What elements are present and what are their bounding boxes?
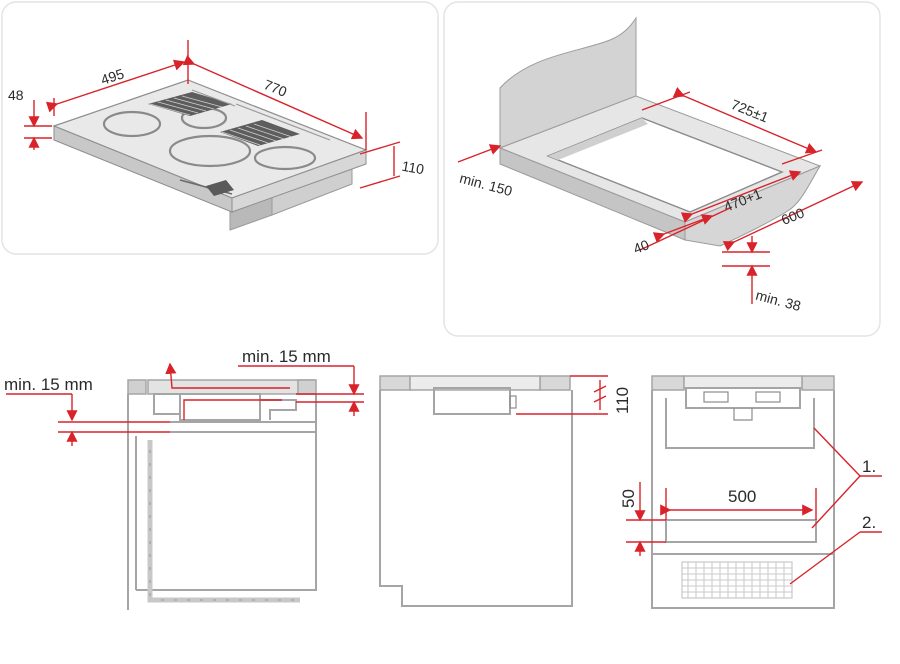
callout-2: 2. xyxy=(789,513,882,585)
airflow-section: min. 15 mm min. 15 mm xyxy=(4,347,364,610)
dim-label-top-gap: min. 15 mm xyxy=(242,347,331,366)
callout-1-label: 1. xyxy=(862,457,876,476)
dim-label-depth: 495 xyxy=(99,65,126,88)
dim-vent-width: 500 xyxy=(660,487,817,520)
back-wall xyxy=(499,16,637,149)
hob-3d-panel: 495 770 48 110 xyxy=(1,1,439,255)
dim-front-edge: 40 xyxy=(631,207,731,257)
dim-side-gap: min. 15 mm xyxy=(4,375,170,446)
dim-depth-495: 495 xyxy=(45,40,189,116)
dim-label-side-gap: min. 15 mm xyxy=(4,375,93,394)
dim-top-gap: min. 15 mm xyxy=(238,347,364,416)
dim-thickness-48: 48 xyxy=(8,87,52,150)
front-cabinet-outline xyxy=(379,390,573,607)
dim-label-thickness: 48 xyxy=(8,87,24,103)
touch-control-strip xyxy=(179,179,234,196)
dim-label-vent-height: 50 xyxy=(619,489,638,508)
vent-opening xyxy=(665,519,817,543)
dim-label-front-height: 110 xyxy=(613,387,632,414)
zone-front-right xyxy=(253,145,317,171)
cutout-3d-panel: 725±1 470+1 600 40 min. 150 xyxy=(443,1,881,337)
dim-front-height: 110 xyxy=(516,375,632,415)
dim-label-unit-height: 110 xyxy=(401,158,426,178)
dim-label-front-edge: 40 xyxy=(631,236,652,257)
callout-2-label: 2. xyxy=(862,513,876,532)
callout-1: 1. xyxy=(811,427,882,529)
dim-vent-height: 50 xyxy=(619,482,666,556)
front-section: 110 xyxy=(379,375,632,607)
vent-section: 500 50 1. 2. xyxy=(619,375,882,609)
dim-label-vent-width: 500 xyxy=(728,487,756,506)
airflow-arrows xyxy=(149,362,294,601)
dim-height-110: 110 xyxy=(359,141,426,189)
